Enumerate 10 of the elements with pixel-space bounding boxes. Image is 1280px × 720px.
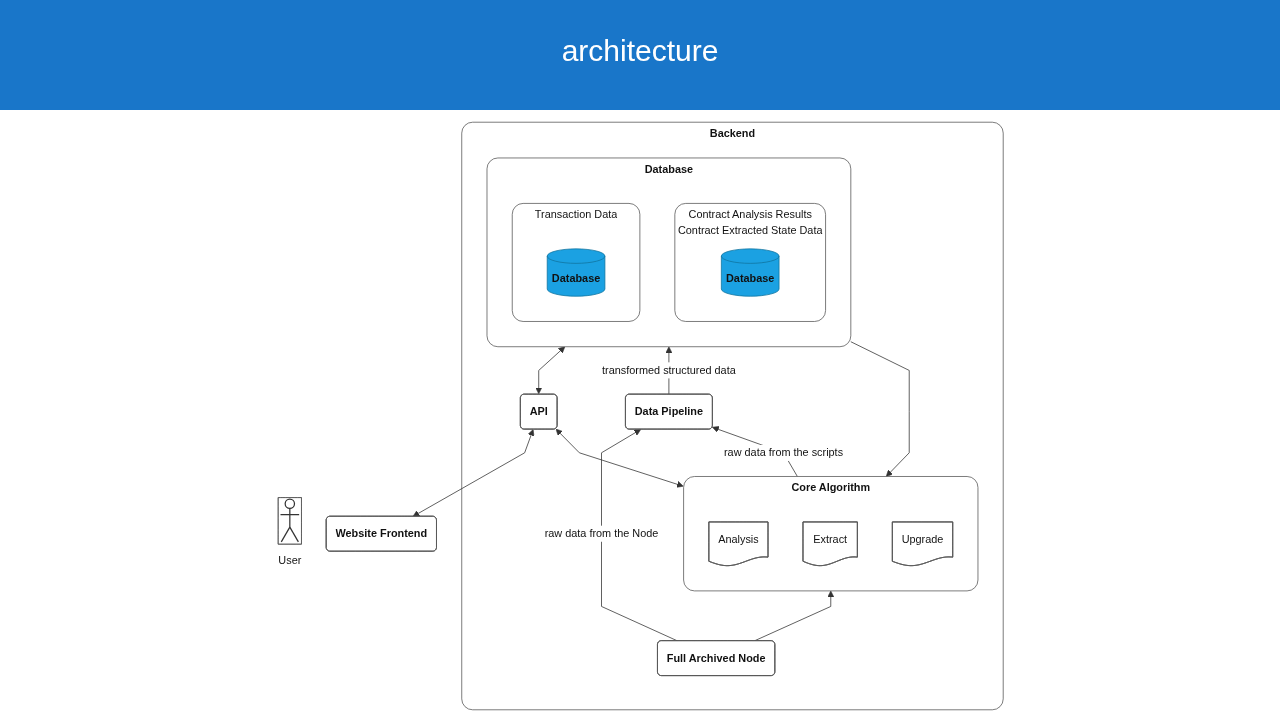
- edge-label: transformed structured data: [602, 363, 736, 377]
- cluster: [511, 203, 641, 322]
- cluster: [486, 157, 852, 348]
- cluster: [461, 121, 1004, 711]
- edge-label: raw data from the scripts: [723, 446, 844, 459]
- title: architecture: [560, 34, 720, 68]
- cluster: [674, 203, 826, 322]
- edge-label: raw data from the Node: [544, 527, 659, 540]
- diagram: Backend transformed structured data raw data from the scripts raw data from the Node User Core Algorithm Analysis Extract Upgrade Database Transaction Data Database Contract Analysis Results Contract Extracted State Data Database Website Frontend API Data Pipeline Full Archived Node: [20, 116, 1260, 716]
- cluster: [683, 476, 979, 592]
